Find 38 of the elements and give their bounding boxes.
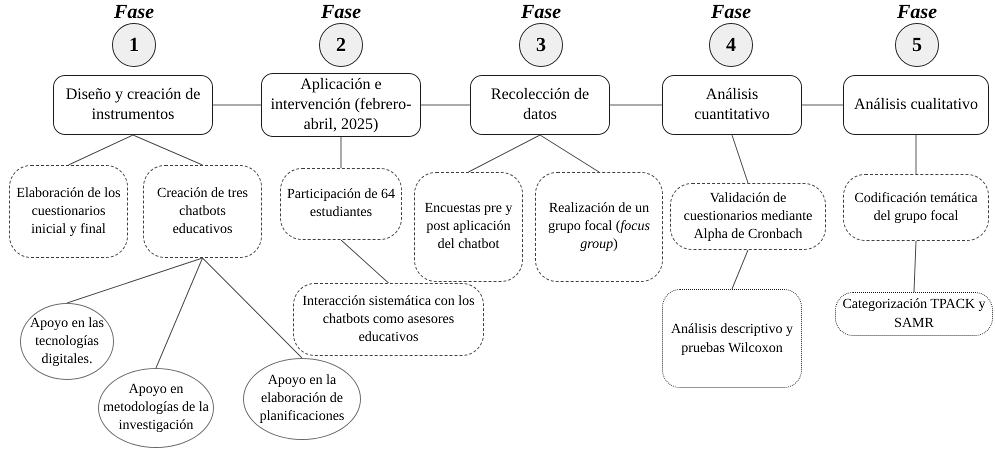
activity-box: Validación de cuestionarios mediante Alpha de Cronbach [670, 183, 826, 250]
phase-box: Análisis cuantitativo [662, 75, 802, 135]
connector-line [132, 134, 203, 166]
connector-line [732, 250, 748, 290]
phase-label: Fase [320, 1, 362, 23]
activity-box: Interacción sistemática con los chatbots como asesores educativos [293, 283, 484, 356]
phase-label: Fase [710, 1, 752, 23]
connector-line [610, 104, 662, 106]
activity-box: Categorización TPACK y SAMR [835, 292, 993, 336]
support-ellipse: Apoyo en metodologías de la investigación [98, 368, 214, 448]
connector-line [468, 134, 540, 172]
activity-box: Elaboración de los cuestionarios inicial y final [9, 165, 128, 258]
connector-line [212, 104, 262, 106]
support-ellipse: Apoyo en las tecnologías digitales. [20, 303, 114, 380]
connector-line [340, 240, 389, 284]
phase-box: Aplicación e intervención (febrero-abril, 2025) [261, 73, 421, 137]
connector-line [68, 134, 134, 166]
phase-box: Recolección de datos [470, 75, 610, 135]
support-ellipse: Apoyo en la elaboración de planificaciones [243, 358, 361, 440]
phase-label: Fase [520, 1, 562, 23]
connector-line [340, 136, 342, 168]
connector-line [914, 240, 916, 292]
activity-box: Encuestas pre y post aplicación del chatbot [414, 172, 523, 282]
connector-line [66, 258, 203, 304]
connector-line [802, 104, 844, 106]
activity-box: Codificación temática del grupo focal [843, 174, 989, 241]
phase-label: Fase [896, 1, 938, 23]
activity-box: Análisis descriptivo y pruebas Wilcoxon [662, 289, 802, 388]
connector-line [732, 134, 748, 184]
connector-line [540, 134, 600, 172]
phase-box: Diseño y creación de instrumentos [53, 75, 213, 135]
activity-box: Participación de 64 estudiantes [280, 168, 402, 240]
connector-line [156, 258, 203, 368]
connector-line [420, 104, 470, 106]
phase-box: Análisis cualitativo [843, 75, 989, 135]
phase-label: Fase [113, 1, 155, 23]
activity-box: Creación de tres chatbots educativos [143, 165, 262, 258]
activity-box: Realización de un grupo focal (focus group) [535, 172, 663, 282]
